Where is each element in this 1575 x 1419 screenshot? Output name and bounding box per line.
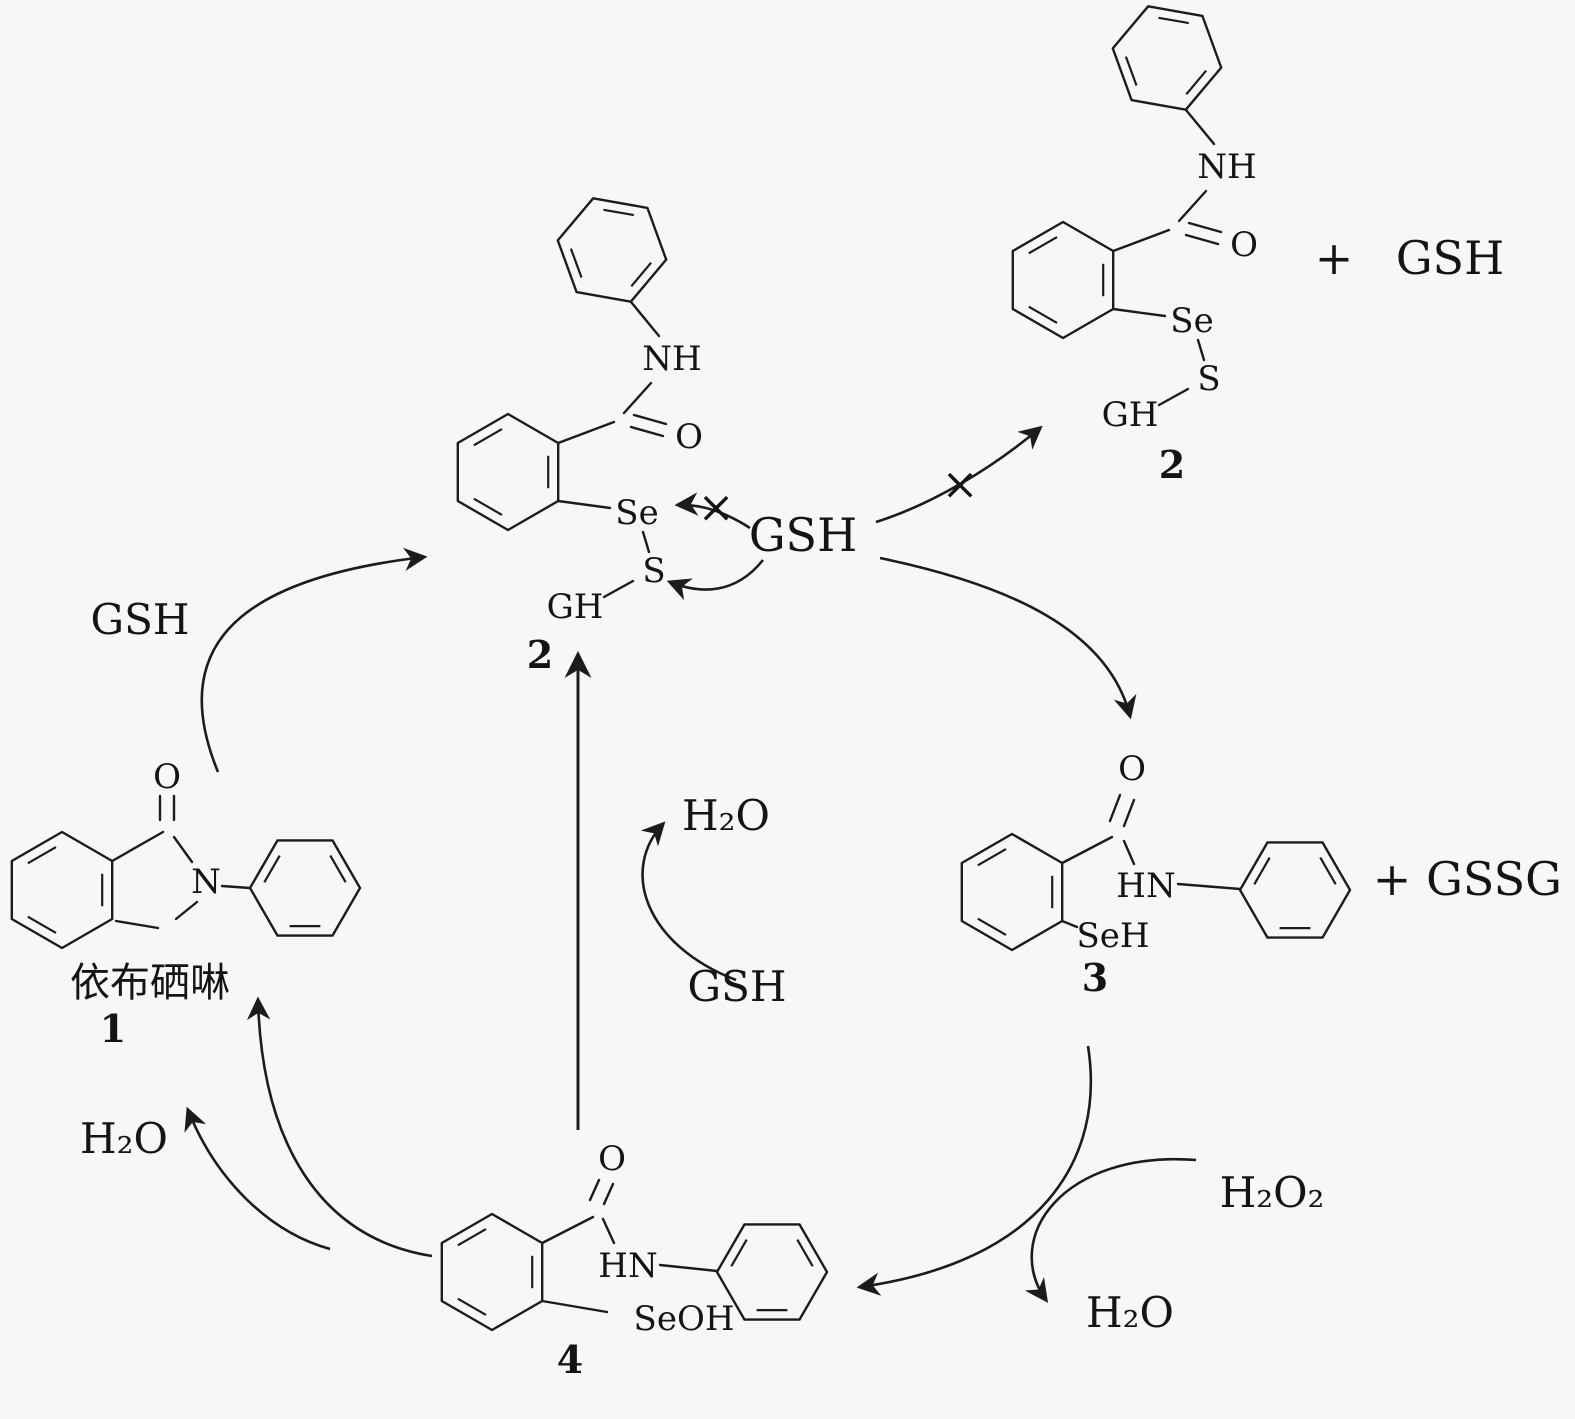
double-bond (1184, 233, 1220, 246)
compound-name-cn: 依布硒啉 (70, 960, 230, 1006)
h2o-lower-right-label: H₂O (1086, 1288, 1174, 1337)
double-bond (1108, 793, 1122, 823)
h2o2-label: H₂O₂ (1220, 1168, 1325, 1217)
arrow-gsh-to-s (666, 559, 765, 601)
sulfur-label: S (1197, 359, 1220, 399)
sulfur-label: S (642, 551, 665, 591)
benzene-ring (440, 1212, 544, 1332)
molecule-1-ebselen: O N 依布硒啉 1 (10, 757, 362, 1051)
selenium-label: Se (1170, 301, 1213, 341)
plus-sign: + (1315, 231, 1354, 285)
bond (1196, 338, 1206, 362)
molecule-3-selenol: O HN SeH 3 + GSSG (960, 749, 1562, 1000)
phenyl-ring (556, 197, 668, 303)
bond (1060, 919, 1079, 929)
compound-number: 3 (1082, 955, 1108, 1000)
double-bond (1122, 798, 1136, 828)
glutathione-gh-label: GH (1102, 395, 1159, 435)
bond (1122, 839, 1136, 866)
h2o-center-label: H₂O (682, 791, 770, 840)
phenyl-ring (1238, 841, 1352, 939)
benzene-ring (456, 412, 560, 532)
bond (601, 1217, 616, 1245)
compound-number: 2 (527, 632, 553, 677)
bond (110, 830, 165, 863)
arrow-gsh-to-3 (879, 556, 1137, 720)
benzene-ring (960, 832, 1064, 952)
bond (629, 300, 661, 338)
bond (641, 530, 651, 554)
bond (1060, 835, 1114, 865)
carbonyl-oxygen-label: O (598, 1139, 626, 1179)
bond (622, 381, 653, 415)
phenyl-ring (248, 839, 362, 937)
benzene-ring (10, 830, 114, 950)
seoh-label: SeOH (634, 1299, 735, 1339)
phenyl-ring (1111, 5, 1223, 111)
nh-label: NH (1197, 147, 1256, 187)
arrow-3-to-4 (856, 1045, 1093, 1296)
arrow-gsh-to-h2o (640, 821, 737, 982)
bond (220, 884, 252, 890)
molecule-2-right: NH O Se S GH 2 + GSH (1011, 5, 1504, 487)
arrow-1-to-2 (200, 547, 428, 773)
nh-label: NH (642, 339, 701, 379)
double-bond (629, 425, 665, 438)
benzene-ring (1011, 220, 1115, 340)
arrow-4-to-h2o (184, 1106, 331, 1251)
carbonyl-oxygen-label: O (675, 417, 703, 457)
compound-number: 1 (100, 1006, 126, 1051)
bond (541, 1215, 595, 1245)
molecule-2-center: NH O Se S GH 2 (456, 197, 703, 677)
plus-sign: + (1373, 852, 1412, 906)
gsh-product-label: GSH (1396, 231, 1504, 285)
selenium-label: Se (615, 493, 658, 533)
cross-mark-upper-right: × (942, 459, 979, 510)
hn-label: HN (598, 1246, 657, 1286)
bond (1184, 108, 1216, 146)
bond (557, 420, 616, 445)
double-bond (632, 413, 668, 426)
arrow-gsh-to-se (674, 492, 751, 530)
bond (1157, 387, 1190, 407)
gsh-center-label: GSH (749, 508, 857, 562)
hn-label: HN (1116, 866, 1175, 906)
compound-number: 2 (1159, 442, 1185, 487)
carbonyl-oxygen-label: O (1230, 225, 1258, 265)
seh-label: SeH (1076, 916, 1149, 956)
bond (114, 919, 160, 930)
nitrogen-label: N (191, 862, 221, 902)
reagent-labels: GSH GSH H₂O GSH H₂O₂ H₂O H₂O × × (80, 459, 1324, 1337)
bond (1111, 307, 1167, 318)
arrow-h2o2-to-h2o (1024, 1157, 1197, 1303)
double-bond (588, 1178, 601, 1202)
bond (1111, 228, 1171, 253)
molecule-4-selenenic-acid: O HN SeOH 4 (440, 1139, 829, 1382)
bond (172, 835, 194, 864)
carbonyl-oxygen-label: O (153, 757, 181, 797)
bond (602, 579, 635, 599)
arrow-4-to-1 (246, 996, 433, 1258)
bond (557, 499, 612, 510)
phenyl-ring (715, 1223, 829, 1321)
bond (1176, 882, 1242, 891)
bond (658, 1263, 719, 1273)
gssg-label: GSSG (1426, 852, 1562, 906)
h2o-lower-left-label: H₂O (80, 1114, 168, 1163)
cross-mark-se: × (698, 482, 735, 533)
compound-number: 4 (557, 1337, 583, 1382)
bond (1177, 189, 1208, 223)
carbonyl-oxygen-label: O (1118, 749, 1146, 789)
glutathione-gh-label: GH (547, 587, 604, 627)
gsh-upper-left-label: GSH (91, 595, 190, 644)
bond (541, 1299, 609, 1314)
gsh-lower-center-label: GSH (688, 962, 787, 1011)
bond (174, 900, 199, 921)
arrow-gsh-to-2-right (875, 425, 1043, 524)
double-bond (602, 1182, 615, 1206)
double-bond (1187, 221, 1223, 234)
reaction-arrows (184, 425, 1197, 1303)
